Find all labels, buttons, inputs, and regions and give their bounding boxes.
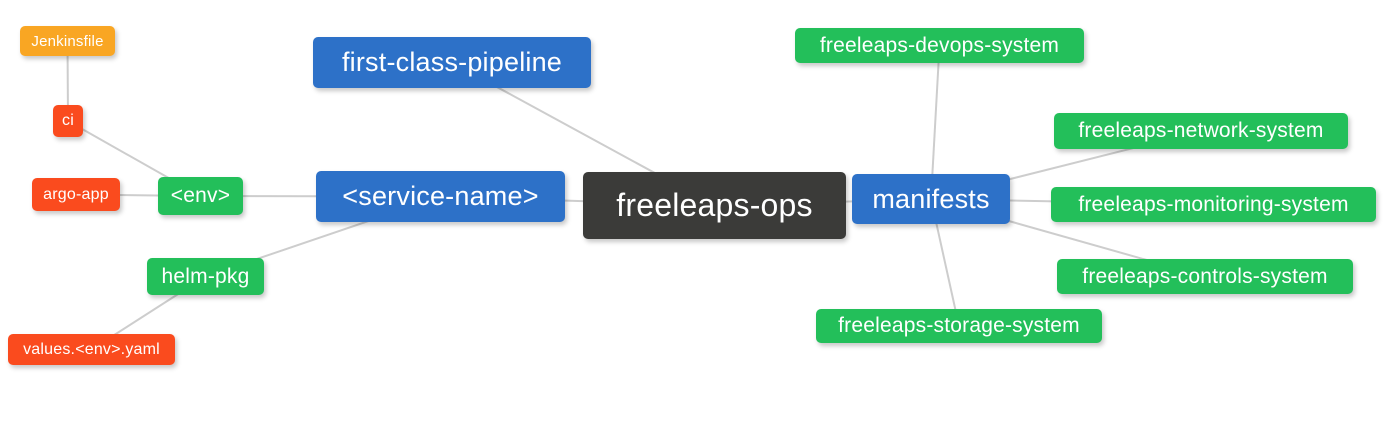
node-freeleaps-ops[interactable]: freeleaps-ops xyxy=(583,172,846,239)
node-freeleaps-network-system[interactable]: freeleaps-network-system xyxy=(1054,113,1348,149)
node-freeleaps-controls-system[interactable]: freeleaps-controls-system xyxy=(1057,259,1353,294)
node-freeleaps-storage-system[interactable]: freeleaps-storage-system xyxy=(816,309,1102,343)
node-manifests[interactable]: manifests xyxy=(852,174,1010,224)
node-env[interactable]: <env> xyxy=(158,177,243,215)
node-first-class-pipeline[interactable]: first-class-pipeline xyxy=(313,37,591,88)
node-freeleaps-devops-system[interactable]: freeleaps-devops-system xyxy=(795,28,1084,63)
node-helm-pkg[interactable]: helm-pkg xyxy=(147,258,264,295)
node-jenkinsfile[interactable]: Jenkinsfile xyxy=(20,26,115,56)
node-ci[interactable]: ci xyxy=(53,105,83,137)
edge-line xyxy=(930,45,941,200)
node-argo-app[interactable]: argo-app xyxy=(32,178,120,211)
node-service-name[interactable]: <service-name> xyxy=(316,171,565,222)
node-freeleaps-monitoring-system[interactable]: freeleaps-monitoring-system xyxy=(1051,187,1376,222)
node-values-env-yaml[interactable]: values.<env>.yaml xyxy=(8,334,175,365)
